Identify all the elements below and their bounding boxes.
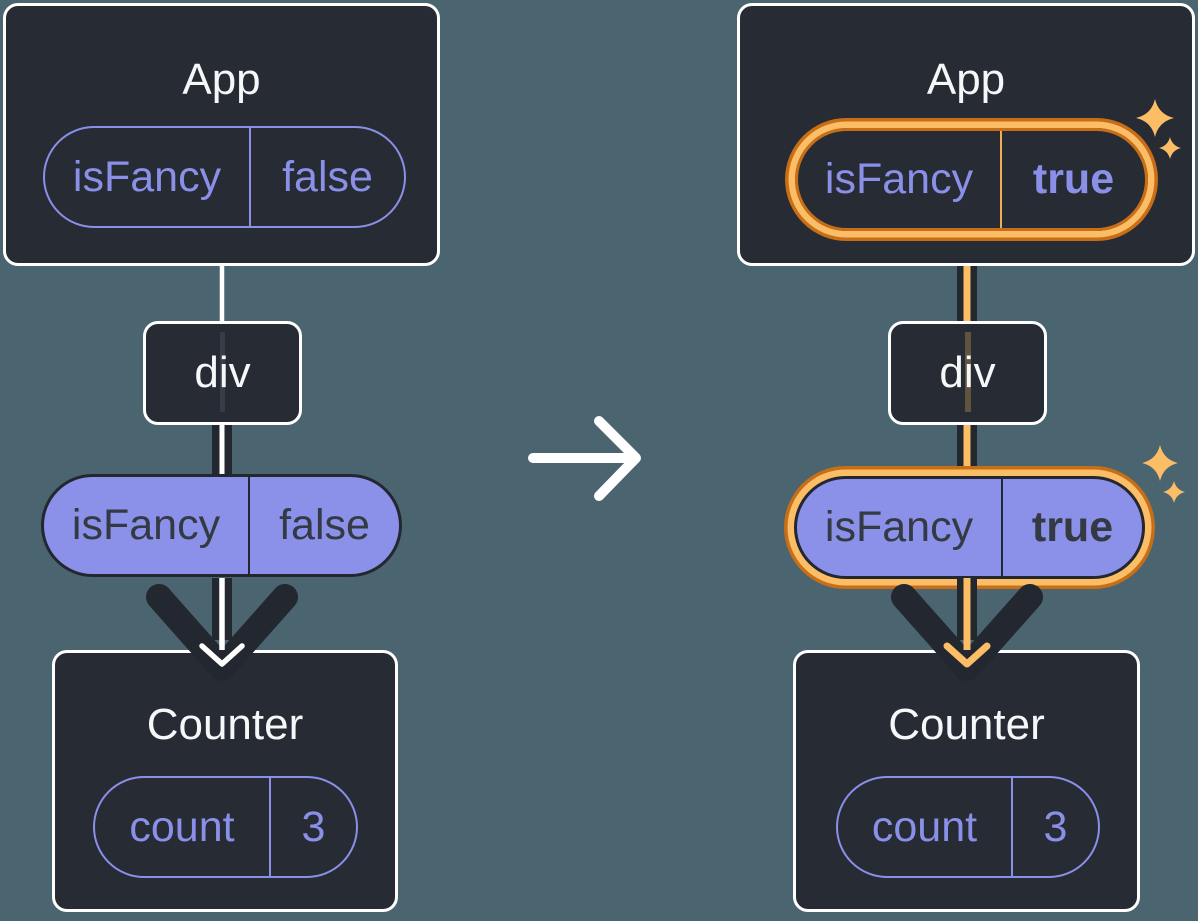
prop-key: isFancy	[797, 479, 1003, 576]
element-label: div	[194, 348, 251, 397]
div-element-box-after: div	[888, 321, 1047, 425]
component-title: App	[926, 55, 1006, 104]
state-value: false	[282, 152, 373, 201]
state-pill-isfancy-before: isFancy false	[43, 126, 406, 228]
sparkle-icon	[1142, 445, 1178, 481]
app-component-box-after: App isFancy true	[737, 3, 1195, 266]
component-title: Counter	[146, 700, 304, 749]
state-key: count	[95, 778, 271, 876]
counter-component-box-before: Counter count 3	[52, 650, 398, 912]
state-key: isFancy	[798, 131, 1002, 228]
prop-value: false	[279, 501, 370, 549]
passed-prop-pill-after: isFancy true	[794, 476, 1145, 579]
state-value: 3	[301, 802, 326, 851]
counter-component-box-after: Counter count 3	[793, 650, 1140, 912]
state-pill-count-after: count 3	[836, 776, 1100, 878]
passed-prop-pill-before: isFancy false	[41, 474, 402, 577]
state-pill-count-before: count 3	[93, 776, 358, 878]
component-title: Counter	[888, 700, 1045, 749]
div-element-box-before: div	[143, 321, 302, 425]
state-value: 3	[1043, 802, 1068, 851]
prop-key: isFancy	[44, 477, 250, 574]
component-title: App	[182, 55, 261, 104]
state-pill-isfancy-after: isFancy true	[795, 128, 1148, 231]
prop-value: true	[1031, 503, 1114, 551]
sparkle-icon	[1163, 481, 1185, 503]
app-component-box-before: App isFancy false	[3, 3, 440, 266]
state-value: true	[1032, 155, 1115, 203]
prop-line-ghost	[964, 332, 971, 412]
state-key: count	[838, 778, 1013, 876]
state-key: isFancy	[45, 128, 251, 226]
sparkle-icon	[1159, 137, 1181, 159]
sparkle-icon	[1136, 99, 1174, 137]
element-label: div	[939, 348, 996, 397]
prop-line-ghost	[220, 332, 225, 412]
